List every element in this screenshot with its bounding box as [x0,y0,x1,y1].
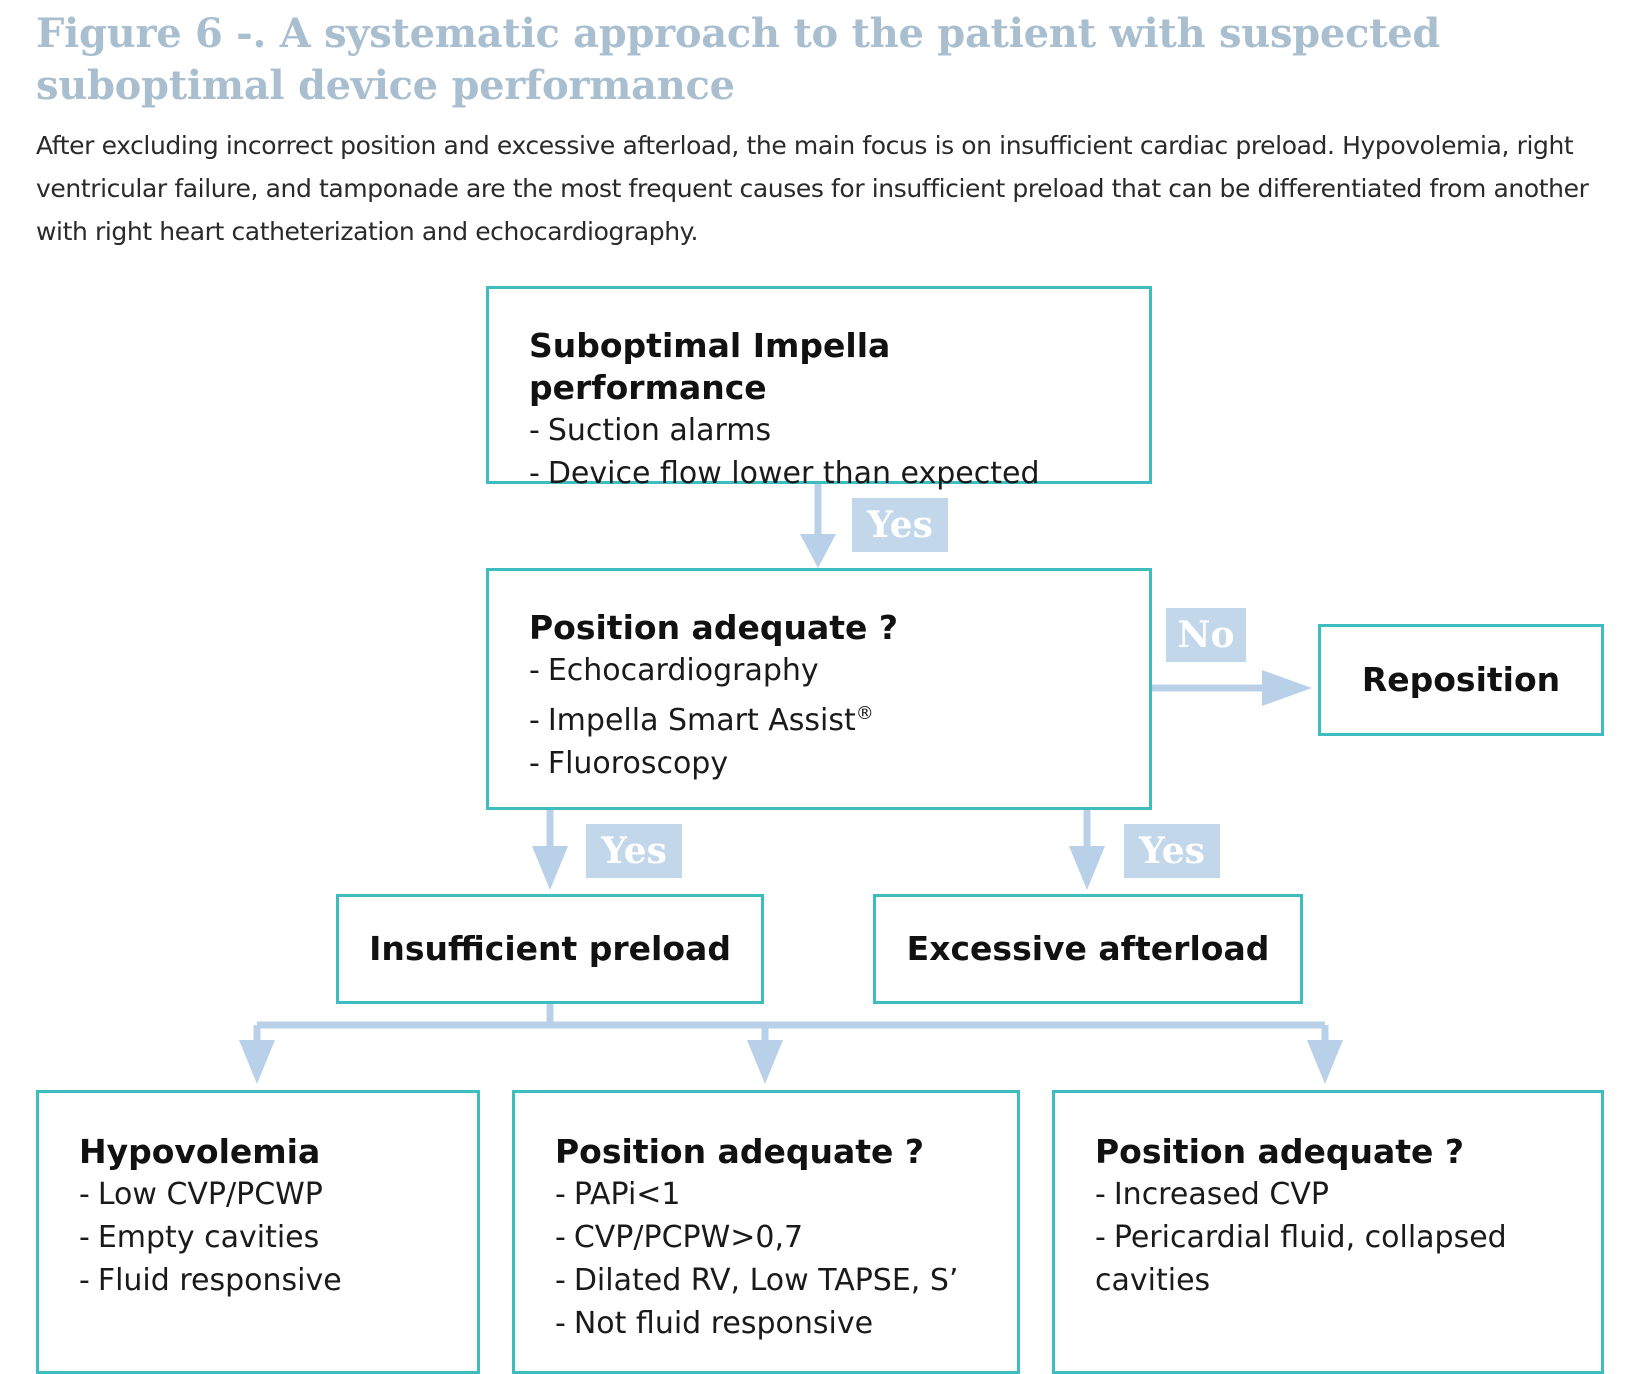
edge-label-no: No [1166,608,1246,662]
edge-label-yes: Yes [1124,824,1220,878]
node-insufficient-preload: Insufficient preload [336,894,764,1004]
arrowhead-to-reposition [1262,670,1312,706]
node-title: Position adequate ? [529,608,898,647]
node-title: Position adequate ? [555,1132,924,1171]
node-title: Position adequate ? [1095,1132,1464,1171]
node-title: Insufficient preload [369,929,731,968]
node-criteria-list: -Suction alarms -Device flow lower than … [529,409,1109,495]
arrowhead-to-afterload [1069,846,1105,890]
node-criteria-list: -Low CVP/PCWP -Empty cavities -Fluid res… [79,1173,437,1302]
node-criteria-list: -Echocardiography -Impella Smart Assist®… [529,649,1109,785]
arrowhead-to-preload [532,846,568,890]
list-item: -Impella Smart Assist® [529,703,874,738]
list-item: -Fluid responsive [79,1263,342,1298]
list-item: -Dilated RV, Low TAPSE, S’ [555,1263,959,1298]
list-item: -Increased CVP [1095,1177,1329,1212]
node-position-adequate: Position adequate ? -Echocardiography -I… [486,568,1152,810]
arrowhead-to-hypovolemia [239,1040,275,1084]
list-item: -Echocardiography [529,653,819,688]
registered-mark: ® [855,703,874,724]
list-item: -CVP/PCPW>0,7 [555,1220,804,1255]
node-tamponade: Position adequate ? -Increased CVP -Peri… [1052,1090,1604,1374]
edge-label-yes: Yes [852,498,948,552]
list-item: -Suction alarms [529,413,772,448]
edge-label-yes: Yes [586,824,682,878]
arrowhead-to-tamponade [1307,1040,1343,1084]
arrowhead-to-rv-failure [747,1040,783,1084]
list-item: -Pericardial fluid, collapsed cavities [1095,1220,1507,1298]
node-hypovolemia: Hypovolemia -Low CVP/PCWP -Empty cavitie… [36,1090,480,1374]
node-reposition: Reposition [1318,624,1604,736]
node-suboptimal-performance: Suboptimal Impella performance -Suction … [486,286,1152,491]
node-title: Excessive afterload [906,929,1270,968]
node-excessive-afterload: Excessive afterload [873,894,1303,1004]
node-title: Hypovolemia [79,1132,321,1171]
node-rv-failure: Position adequate ? -PAPi<1 -CVP/PCPW>0,… [512,1090,1020,1374]
list-item: -PAPi<1 [555,1177,681,1212]
figure-title: Figure 6 -. A systematic approach to the… [36,10,1441,109]
node-criteria-list: -Increased CVP -Pericardial fluid, colla… [1095,1173,1561,1302]
list-item: -Fluoroscopy [529,746,729,781]
list-item: -Empty cavities [79,1220,320,1255]
arrowhead-to-position [800,534,836,568]
list-item: -Low CVP/PCWP [79,1177,323,1212]
list-item: -Not fluid responsive [555,1306,874,1341]
node-title: Suboptimal Impella performance [529,326,891,407]
node-criteria-list: -PAPi<1 -CVP/PCPW>0,7 -Dilated RV, Low T… [555,1173,977,1345]
figure-caption: After excluding incorrect position and e… [36,131,1589,246]
node-title: Reposition [1361,660,1561,699]
list-item: -Device flow lower than expected [529,456,1040,491]
